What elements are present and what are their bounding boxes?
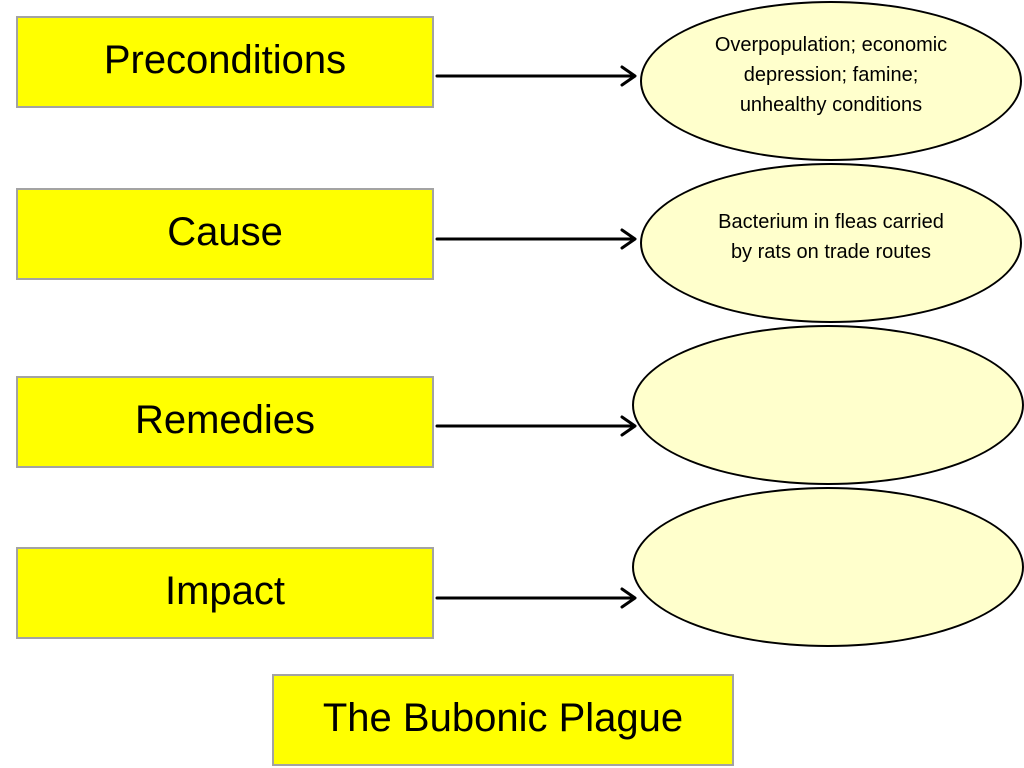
preconditions-arrow bbox=[435, 65, 637, 87]
preconditions-bubble: Overpopulation; economic depression; fam… bbox=[640, 1, 1022, 161]
impact-label: Impact bbox=[164, 568, 286, 613]
cause-bubble: Bacterium in fleas carried by rats on tr… bbox=[640, 163, 1022, 323]
remedies-label: Remedies bbox=[134, 397, 316, 442]
cause-box: Cause bbox=[16, 188, 434, 280]
remedies-arrow bbox=[435, 415, 637, 437]
impact-arrow bbox=[435, 587, 637, 609]
title-box: The Bubonic Plague bbox=[272, 674, 734, 766]
preconditions-detail: Overpopulation; economic depression; fam… bbox=[714, 34, 948, 116]
remedies-bubble bbox=[632, 325, 1024, 485]
impact-bubble bbox=[632, 487, 1024, 647]
remedies-box: Remedies bbox=[16, 376, 434, 468]
preconditions-label: Preconditions bbox=[103, 37, 347, 82]
diagram-title: The Bubonic Plague bbox=[322, 695, 684, 740]
preconditions-box: Preconditions bbox=[16, 16, 434, 108]
impact-box: Impact bbox=[16, 547, 434, 639]
cause-label: Cause bbox=[167, 209, 283, 254]
cause-arrow bbox=[435, 228, 637, 250]
cause-detail: Bacterium in fleas carried by rats on tr… bbox=[718, 211, 944, 263]
